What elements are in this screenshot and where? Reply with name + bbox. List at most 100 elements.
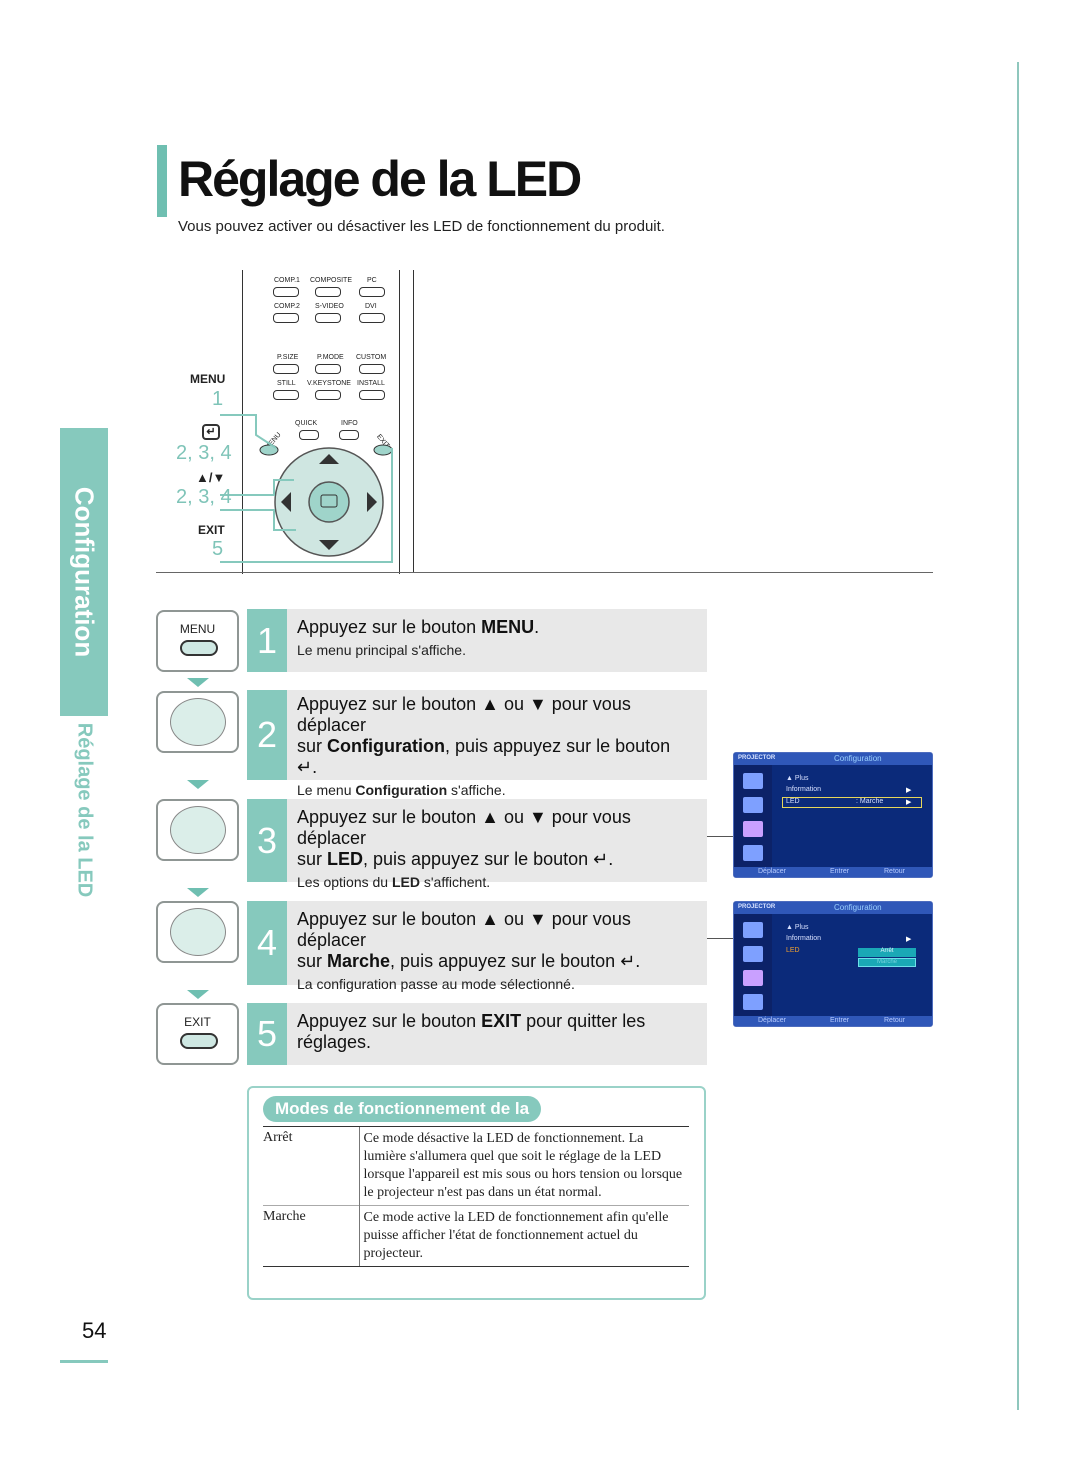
psize-label: P.SIZE (277, 354, 299, 361)
dpad-icon (170, 698, 226, 746)
osd-item-information: Information (786, 935, 822, 942)
composite-button[interactable] (315, 287, 341, 297)
step-3-result-text: Les options du (297, 874, 392, 890)
page-number: 54 (82, 1318, 107, 1343)
step-2-text: sur (297, 736, 328, 756)
step-3-target: LED (327, 849, 364, 869)
osd-nav-bar: Déplacer Entrer Retour (734, 1016, 932, 1026)
step-number-4: 4 (247, 901, 287, 985)
step-4-target: Marche (327, 951, 391, 971)
quick-label: QUICK (295, 420, 318, 427)
setup-icon (743, 970, 763, 986)
svideo-label: S-VIDEO (315, 303, 344, 310)
pc-label: PC (367, 277, 377, 284)
svideo-button[interactable] (315, 313, 341, 323)
input-icon (743, 845, 763, 861)
flow-arrow-icon (187, 678, 209, 687)
pmode-button[interactable] (315, 364, 341, 374)
step-1-instruction: Appuyez sur le bouton MENU. (297, 617, 697, 638)
osd-screen-led-selected: PROJECTOR Configuration ▲ Plus Informati… (733, 752, 933, 878)
callout-lines (220, 414, 393, 563)
comp1-label: COMP.1 (274, 277, 300, 284)
step-4: Appuyez sur le bouton ▲ ou ▼ pour vous d… (287, 901, 707, 992)
up-arrow-icon[interactable] (319, 454, 339, 464)
install-label: INSTALL (357, 380, 385, 387)
still-button[interactable] (273, 390, 299, 400)
remote-steps234-b: 2, 3, 4 (176, 486, 232, 508)
menu-key-label: MENU (179, 622, 216, 636)
vkeystone-button[interactable] (315, 390, 341, 400)
enter-button[interactable] (308, 481, 350, 523)
enter-key-icon: ↵ (202, 424, 220, 440)
composite-label: COMPOSITE (310, 277, 353, 284)
osd-nav-bar: Déplacer Entrer Retour (734, 867, 932, 877)
osd-nav-enter: Entrer (830, 868, 850, 875)
quick-button[interactable] (299, 430, 319, 440)
dpad-graphic[interactable] (243, 420, 401, 560)
step-1-end: . (534, 617, 540, 637)
osd-nav-back: Retour (884, 868, 906, 875)
dvi-button[interactable] (359, 313, 385, 323)
step-2-result-text: Le menu (297, 782, 356, 798)
comp2-button[interactable] (273, 313, 299, 323)
right-arrow-icon[interactable] (367, 492, 377, 512)
osd-item-led-active: LED (786, 947, 800, 954)
step-1-result: Le menu principal s'affiche. (297, 642, 466, 658)
info-label: INFO (341, 420, 358, 427)
step-3: Appuyez sur le bouton ▲ ou ▼ pour vous d… (287, 799, 707, 890)
osd-title: Configuration (834, 903, 882, 912)
osd-screen-led-options: PROJECTOR Configuration ▲ Plus Informati… (733, 901, 933, 1027)
step-4-text: sur (297, 951, 328, 971)
custom-label: CUSTOM (356, 354, 387, 361)
side-tab-section: Configuration (60, 428, 108, 716)
chevron-right-icon: ▶ (906, 799, 912, 806)
exit-key-icon (180, 1033, 218, 1049)
step-2-result-menu: Configuration (355, 782, 448, 798)
table-row: Marche Ce mode active la LED de fonction… (263, 1205, 689, 1267)
exit-key-illustration: EXIT (156, 1003, 239, 1065)
psize-button[interactable] (273, 364, 299, 374)
flow-arrow-icon (187, 780, 209, 789)
install-button[interactable] (359, 390, 385, 400)
osd-led-value: : Marche (856, 798, 884, 805)
page-subtitle: Vous pouvez activer ou désactiver les LE… (178, 218, 665, 235)
osd-title-bar: PROJECTOR Configuration (734, 902, 932, 914)
step-number-2: 2 (247, 690, 287, 780)
step-3-result: Les options du LED s'affichent. (297, 874, 697, 890)
osd-item-led: LED (786, 798, 800, 805)
remote-divider (413, 270, 414, 573)
osd-item-plus: ▲ Plus (786, 924, 809, 931)
input-icon (743, 994, 763, 1010)
step-5: Appuyez sur le bouton EXIT pour quitter … (287, 1003, 707, 1065)
title-accent-bar (157, 145, 167, 217)
step-4-result: La configuration passe au mode sélection… (297, 976, 575, 992)
chevron-right-icon: ▶ (906, 936, 912, 943)
leader-line-3 (707, 836, 733, 837)
custom-button[interactable] (359, 364, 385, 374)
side-tab-page-label: Réglage de la LED (73, 722, 96, 898)
dpad-icon (170, 908, 226, 956)
step-2-end: , puis appuyez sur le bouton (445, 736, 671, 756)
info-button[interactable] (339, 430, 359, 440)
left-arrow-icon[interactable] (281, 492, 291, 512)
step-1: Appuyez sur le bouton MENU. Le menu prin… (287, 609, 707, 672)
step-5-text: Appuyez sur le bouton (297, 1011, 482, 1031)
setup-icon (743, 821, 763, 837)
menu-key-icon (180, 640, 218, 656)
pc-button[interactable] (359, 287, 385, 297)
osd-title-bar: PROJECTOR Configuration (734, 753, 932, 765)
comp1-button[interactable] (273, 287, 299, 297)
step-2-result-end: s'affiche. (447, 782, 506, 798)
pmode-label: P.MODE (317, 354, 344, 361)
osd-brand: PROJECTOR (738, 904, 776, 910)
still-label: STILL (277, 380, 296, 387)
step-5-key: EXIT (481, 1011, 522, 1031)
table-row: Arrêt Ce mode désactive la LED de foncti… (263, 1126, 689, 1206)
step-number-5: 5 (247, 1003, 287, 1065)
side-tab-page: Réglage de la LED (60, 720, 108, 900)
step-4-end: , puis appuyez sur le bouton ↵. (390, 951, 641, 971)
osd-item-plus: ▲ Plus (786, 775, 809, 782)
osd-brand: PROJECTOR (738, 755, 776, 761)
step-2-result: Le menu Configuration s'affiche. (297, 782, 697, 798)
down-arrow-icon[interactable] (319, 540, 339, 550)
